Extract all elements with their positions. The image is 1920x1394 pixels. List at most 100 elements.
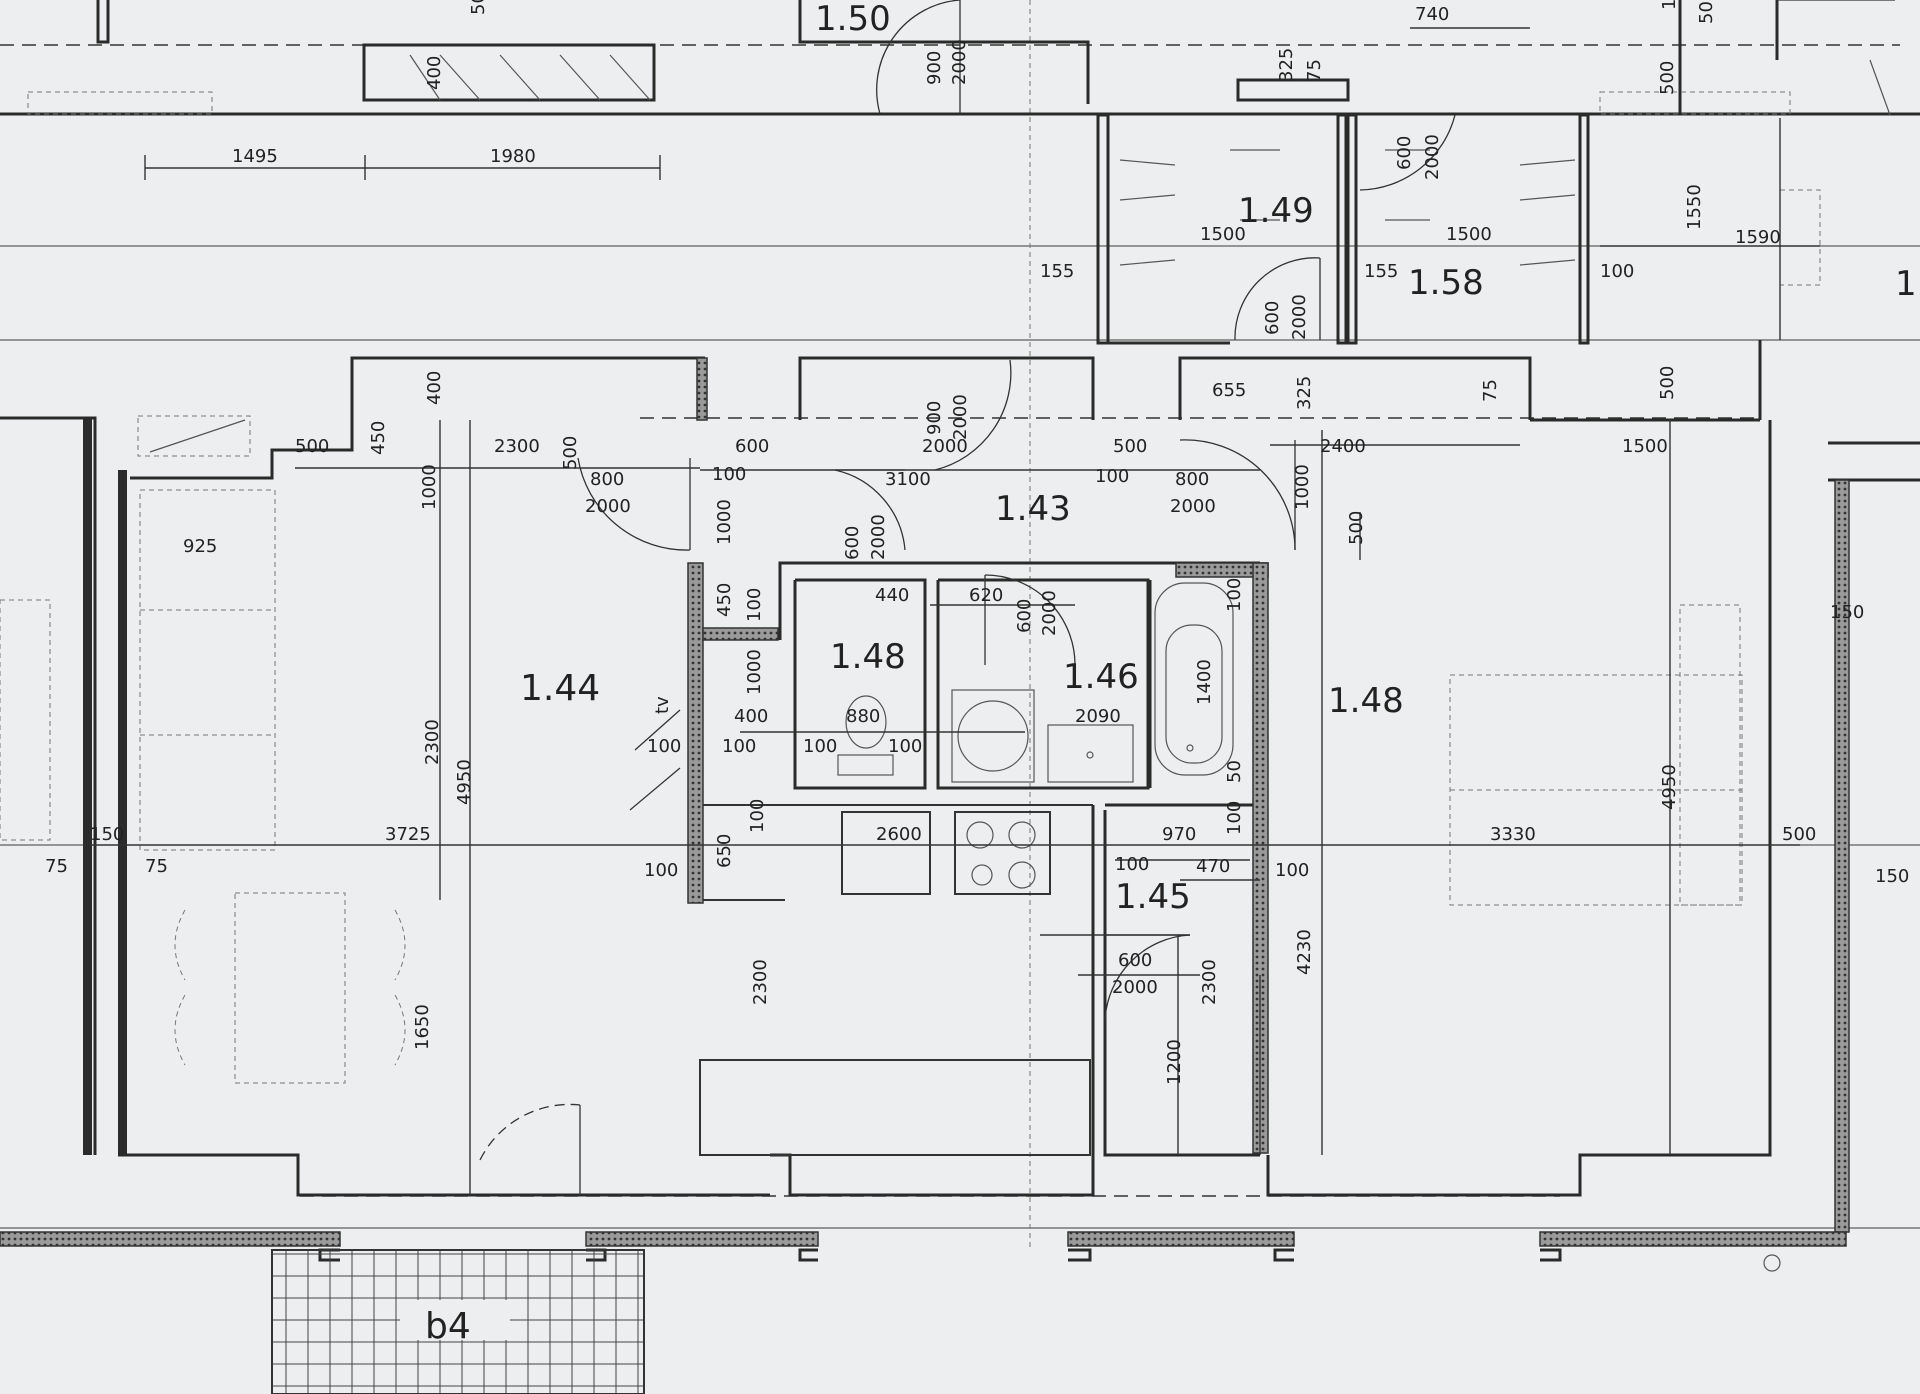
dimension-label: 325 bbox=[1294, 376, 1315, 410]
dimension-label: 325 bbox=[1276, 48, 1297, 82]
room-label-158: 1.58 bbox=[1408, 263, 1484, 303]
dimension-label: 500 bbox=[1657, 366, 1678, 400]
dimension-label: 2000 bbox=[922, 436, 968, 457]
dimension-label: 100 bbox=[1095, 466, 1129, 487]
dimension-label: 970 bbox=[1162, 824, 1196, 845]
dimension-label: 50 bbox=[1224, 760, 1245, 783]
apartment-walls bbox=[0, 340, 1920, 1394]
dimension-label: 1500 bbox=[1446, 224, 1492, 245]
dimension-label: 400 bbox=[424, 56, 445, 90]
dimension-label: 880 bbox=[846, 706, 880, 727]
dimension-label: 600 bbox=[735, 436, 769, 457]
dimension-label: 470 bbox=[1196, 856, 1230, 877]
dimension-label: 1980 bbox=[490, 146, 536, 167]
dimension-label: 100 bbox=[803, 736, 837, 757]
dimension-label: 100 bbox=[647, 736, 681, 757]
dimension-label: 150 bbox=[1830, 602, 1864, 623]
dimension-label: 2000 bbox=[868, 514, 889, 560]
dimension-label: 100 bbox=[888, 736, 922, 757]
dimension-label: 500 bbox=[468, 0, 489, 15]
room-label-edge: 1. bbox=[1895, 264, 1920, 304]
dimension-label: 2000 bbox=[1289, 294, 1310, 340]
dimension-label: 100 bbox=[744, 588, 765, 622]
dimension-label: 500 bbox=[1657, 61, 1678, 95]
dimension-label: 655 bbox=[1212, 380, 1246, 401]
dimension-label: 400 bbox=[424, 371, 445, 405]
room-labels: 1.50 1.49 1.58 1.43 1.44 1.48 1.46 1.48 … bbox=[425, 0, 1920, 1347]
dimension-label: 600 bbox=[842, 526, 863, 560]
dimension-label: 500 bbox=[1696, 0, 1717, 24]
dimension-label: 1500 bbox=[1622, 436, 1668, 457]
dimension-label: 500 bbox=[1782, 824, 1816, 845]
dimension-label: 100 bbox=[1224, 801, 1245, 835]
reference-lines bbox=[0, 0, 1920, 1250]
dimension-label: 75 bbox=[1304, 59, 1325, 82]
dimension-label: 100 bbox=[747, 799, 768, 833]
dimension-label: 500 bbox=[560, 436, 581, 470]
room-label-148-wc: 1.48 bbox=[830, 637, 906, 677]
dimension-label: 2300 bbox=[750, 959, 771, 1005]
balcony-label: b4 bbox=[425, 1306, 471, 1347]
dimension-label: 100 bbox=[1275, 860, 1309, 881]
dimension-label: 2300 bbox=[1199, 959, 1220, 1005]
dimension-label: 2000 bbox=[949, 39, 970, 85]
dimension-label: 1590 bbox=[1735, 227, 1781, 248]
dimension-label: 4230 bbox=[1294, 929, 1315, 975]
dimension-label: 2000 bbox=[1170, 496, 1216, 517]
dimension-label: 150 bbox=[90, 824, 124, 845]
room-label-143: 1.43 bbox=[995, 489, 1071, 529]
core-walls bbox=[687, 561, 1269, 1157]
dimension-label: 1500 bbox=[1200, 224, 1246, 245]
dimension-label: 600 bbox=[1014, 599, 1035, 633]
dimension-label: 1200 bbox=[1164, 1039, 1185, 1085]
dimension-label: 2000 bbox=[1422, 134, 1443, 180]
dimension-label: 3100 bbox=[885, 469, 931, 490]
dimension-label: 1400 bbox=[1194, 659, 1215, 705]
dimension-label: 3725 bbox=[385, 824, 431, 845]
furniture bbox=[0, 189, 1821, 1272]
room-label-149: 1.49 bbox=[1238, 191, 1314, 231]
dimension-label: 1000 bbox=[714, 499, 735, 545]
dimension-label: 2000 bbox=[1039, 590, 1060, 636]
dimension-label: 75 bbox=[145, 856, 168, 877]
dimension-label: 600 bbox=[1394, 136, 1415, 170]
dimension-label: 2090 bbox=[1075, 706, 1121, 727]
dimension-label: 500 bbox=[295, 436, 329, 457]
dimension-label: 740 bbox=[1415, 4, 1449, 25]
dimension-label: 620 bbox=[969, 585, 1003, 606]
dimension-label: 100 bbox=[712, 464, 746, 485]
dimension-label: 925 bbox=[183, 536, 217, 557]
dimension-label: 1000 bbox=[744, 649, 765, 695]
dimension-label: 650 bbox=[714, 834, 735, 868]
dimension-label: 400 bbox=[734, 706, 768, 727]
dimension-label: 500 bbox=[1346, 511, 1367, 545]
dimension-label: 2600 bbox=[876, 824, 922, 845]
room-label-150: 1.50 bbox=[815, 0, 891, 39]
dimension-label: 800 bbox=[1175, 469, 1209, 490]
dimension-label: 75 bbox=[1480, 379, 1501, 402]
room-label-144: 1.44 bbox=[520, 668, 600, 709]
room-label-145: 1.45 bbox=[1115, 877, 1191, 917]
dimension-label: 155 bbox=[1040, 261, 1074, 282]
dimension-label: 900 bbox=[924, 401, 945, 435]
dimension-label: 4950 bbox=[1659, 764, 1680, 810]
dimension-label: 4950 bbox=[454, 759, 475, 805]
tv-label: tv bbox=[652, 696, 673, 714]
dimension-label: 155 bbox=[1364, 261, 1398, 282]
dimension-label: 100 bbox=[644, 860, 678, 881]
dimension-label: 2300 bbox=[494, 436, 540, 457]
dimension-label: 800 bbox=[590, 469, 624, 490]
dimension-label: 10 bbox=[1659, 0, 1680, 10]
room-label-148-bedroom: 1.48 bbox=[1328, 681, 1404, 721]
dimension-label: 100 bbox=[1600, 261, 1634, 282]
storage-cells bbox=[1096, 113, 1590, 360]
dimension-label: 1000 bbox=[1292, 464, 1313, 510]
dimension-label: 150 bbox=[1875, 866, 1909, 887]
dimension-label: 600 bbox=[1118, 950, 1152, 971]
dimension-label: 450 bbox=[368, 421, 389, 455]
dimension-label: 100 bbox=[722, 736, 756, 757]
dimension-label: 1495 bbox=[232, 146, 278, 167]
dimension-label: 75 bbox=[45, 856, 68, 877]
